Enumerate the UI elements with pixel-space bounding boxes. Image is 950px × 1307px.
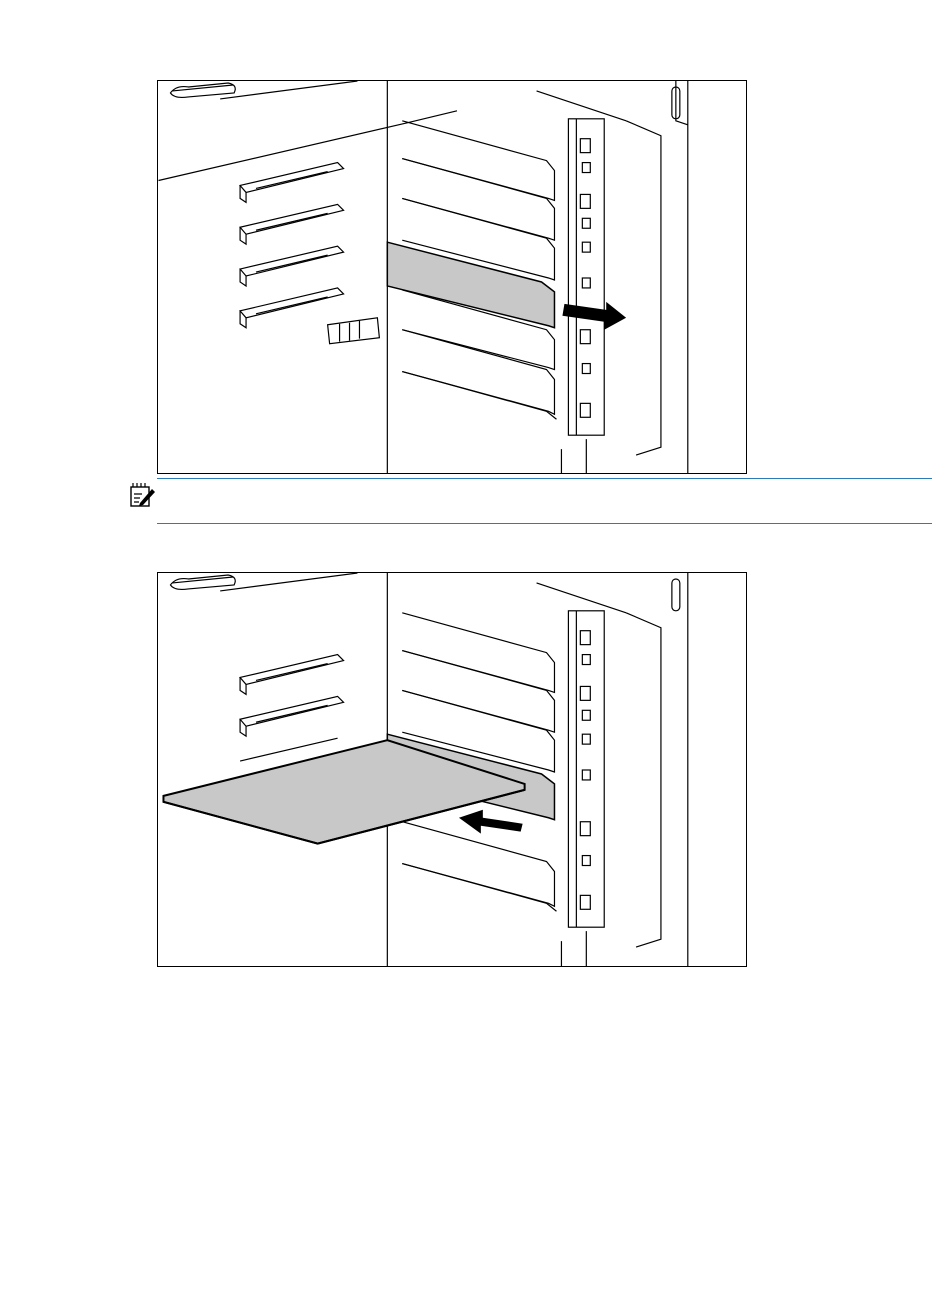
slot-cover-highlighted [387, 242, 554, 328]
note-rule-top [157, 478, 932, 479]
figure-install-expansion-board [157, 572, 747, 967]
note-rule-bottom [157, 523, 932, 524]
chassis-illustration-2 [158, 573, 746, 966]
arrow-left-icon [459, 810, 523, 834]
arrow-right-icon [562, 302, 626, 330]
figure-remove-slot-cover [157, 80, 747, 474]
note-row [130, 478, 932, 524]
chassis-illustration-1 [158, 81, 746, 473]
note-pencil-icon [130, 482, 156, 508]
pci-connector-group [240, 163, 379, 344]
